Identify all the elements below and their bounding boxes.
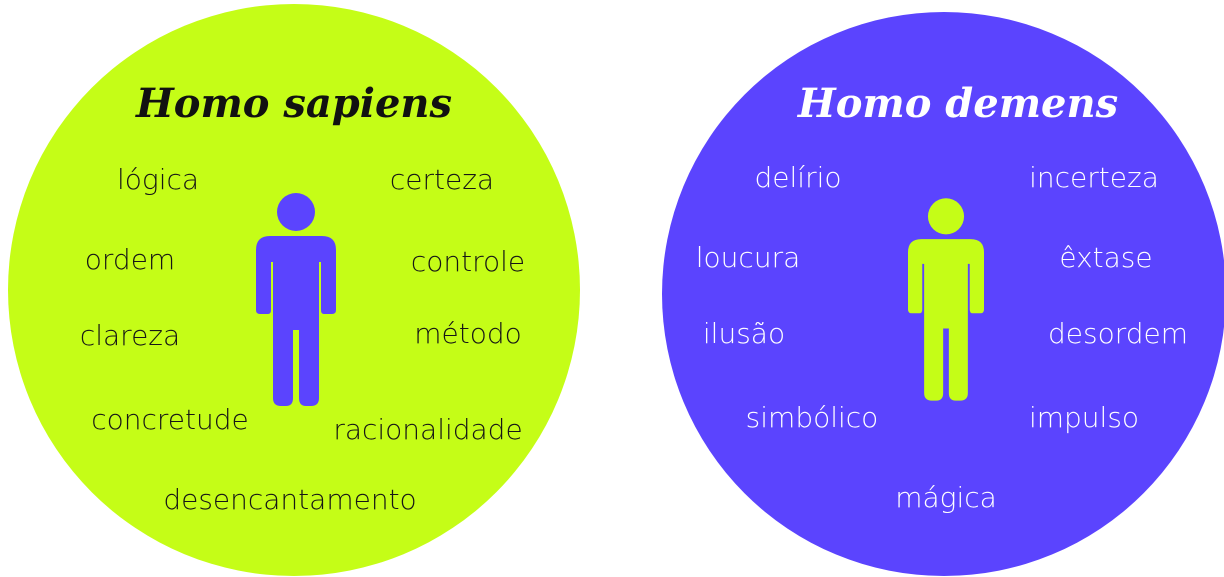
homo-demens-title: Homo demens (797, 80, 1119, 127)
word-clareza: clareza (79, 319, 181, 352)
word-metodo: método (414, 317, 522, 350)
word-desencantamento: desencantamento (163, 483, 417, 516)
word-desordem: desordem (1047, 317, 1189, 350)
word-incerteza: incerteza (1029, 161, 1159, 194)
word-ordem: ordem (84, 243, 176, 276)
homo-sapiens-title: Homo sapiens (135, 80, 453, 127)
word-ilusao: ilusão (702, 317, 786, 350)
word-concretude: concretude (91, 403, 249, 436)
word-magica: mágica (895, 481, 997, 514)
word-simbolico: simbólico (745, 401, 879, 434)
word-controle: controle (410, 245, 526, 278)
word-logica: lógica (116, 163, 200, 196)
word-certeza: certeza (389, 163, 495, 196)
word-loucura: loucura (695, 241, 801, 274)
person-icon (908, 198, 984, 401)
person-icon (256, 193, 336, 406)
word-extase: êxtase (1059, 241, 1153, 274)
word-racionalidade: racionalidade (333, 413, 523, 446)
word-delirio: delírio (754, 161, 842, 194)
word-impulso: impulso (1028, 401, 1140, 434)
